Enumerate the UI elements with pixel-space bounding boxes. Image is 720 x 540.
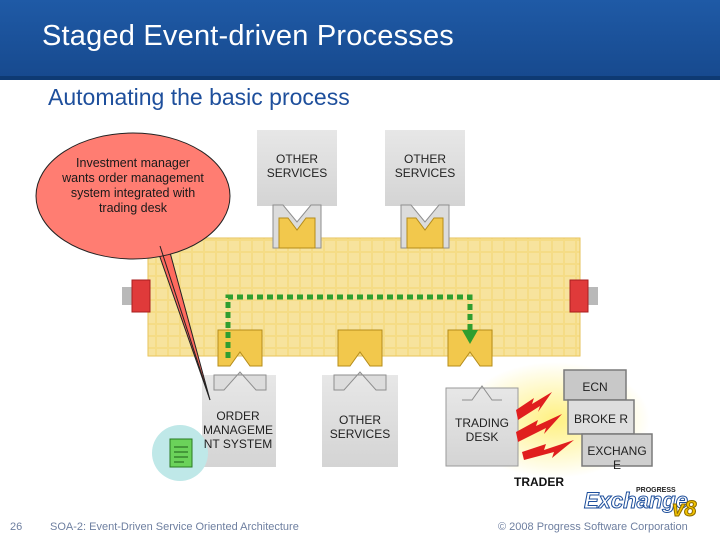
lightning-icon [516, 392, 574, 460]
exchange-box [581, 433, 653, 467]
process-flow-line [225, 294, 478, 358]
exchange-label: EXCHANG E [587, 444, 647, 472]
page-number: 26 [10, 521, 23, 533]
top-service-2 [385, 130, 465, 249]
ecn-label: ECN [582, 380, 608, 394]
slide-title: Staged Event-driven Processes [42, 20, 455, 52]
adapter-other-service [322, 329, 398, 467]
logo-brand: Exchange [584, 488, 689, 514]
other-service-label: OTHER SERVICES [329, 413, 391, 441]
callout-bubble [35, 132, 231, 401]
trader-label: TRADER [514, 475, 564, 489]
trading-desk-box [445, 385, 519, 467]
top-service-1 [257, 130, 337, 249]
slide-subtitle: Automating the basic process [48, 84, 350, 110]
adapter-trading-desk [447, 329, 493, 367]
top-service-2-label: OTHER SERVICES [394, 152, 456, 180]
order-system-label: ORDER MANAGEME NT SYSTEM [202, 409, 273, 451]
broker-box [567, 399, 635, 435]
callout-text: Investment manager wants order managemen… [62, 156, 204, 215]
bus-left-terminal [122, 279, 151, 313]
bus-right-terminal [569, 279, 598, 313]
logo-maker: PROGRESS [636, 487, 676, 494]
document-icon [152, 425, 208, 481]
broker-label: BROKE R [574, 412, 628, 426]
footer-copyright: © 2008 Progress Software Corporation [498, 521, 688, 533]
top-service-1-label: OTHER SERVICES [266, 152, 328, 180]
footer-title: SOA-2: Event-Driven Service Oriented Arc… [50, 521, 299, 533]
logo-version: v8 [671, 496, 697, 522]
trading-desk-label: TRADING DESK [455, 416, 509, 444]
title-bar: Staged Event-driven Processes [0, 0, 720, 80]
